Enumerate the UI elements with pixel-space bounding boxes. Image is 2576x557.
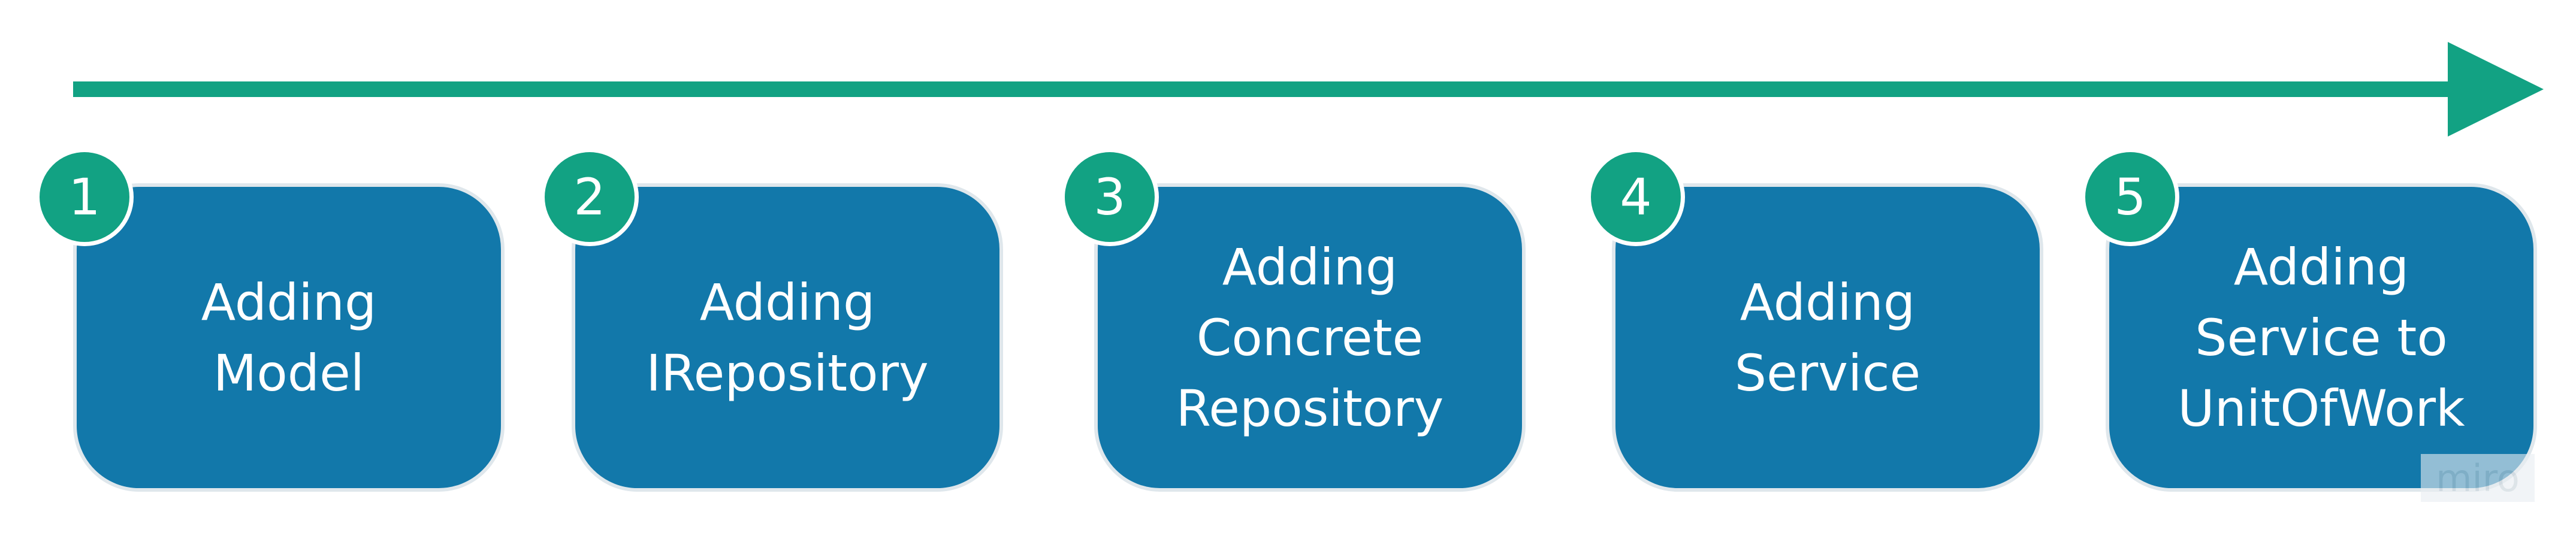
step-number-badge-5: 5 (2081, 148, 2179, 246)
step-card-5: Adding Service to UnitOfWork (2106, 183, 2537, 492)
step-label: Adding Service (1734, 273, 1921, 402)
miro-watermark: miro (2421, 454, 2535, 502)
step-label: Adding IRepository (646, 273, 929, 402)
step-label: Adding Model (201, 273, 377, 402)
step-label: Adding Service to UnitOfWork (2178, 237, 2465, 438)
step-number-badge-3: 3 (1061, 148, 1159, 246)
step-number-badge-4: 4 (1587, 148, 1685, 246)
timeline-arrow-shaft (73, 81, 2458, 97)
step-card-3: Adding Concrete Repository (1094, 183, 1526, 492)
timeline-arrow-head (2448, 42, 2544, 137)
step-label: Adding Concrete Repository (1176, 237, 1444, 438)
step-card-4: Adding Service (1612, 183, 2043, 492)
step-number-badge-2: 2 (540, 148, 639, 246)
step-number-badge-1: 1 (35, 148, 134, 246)
step-card-1: Adding Model (73, 183, 505, 492)
step-card-2: Adding IRepository (572, 183, 1003, 492)
